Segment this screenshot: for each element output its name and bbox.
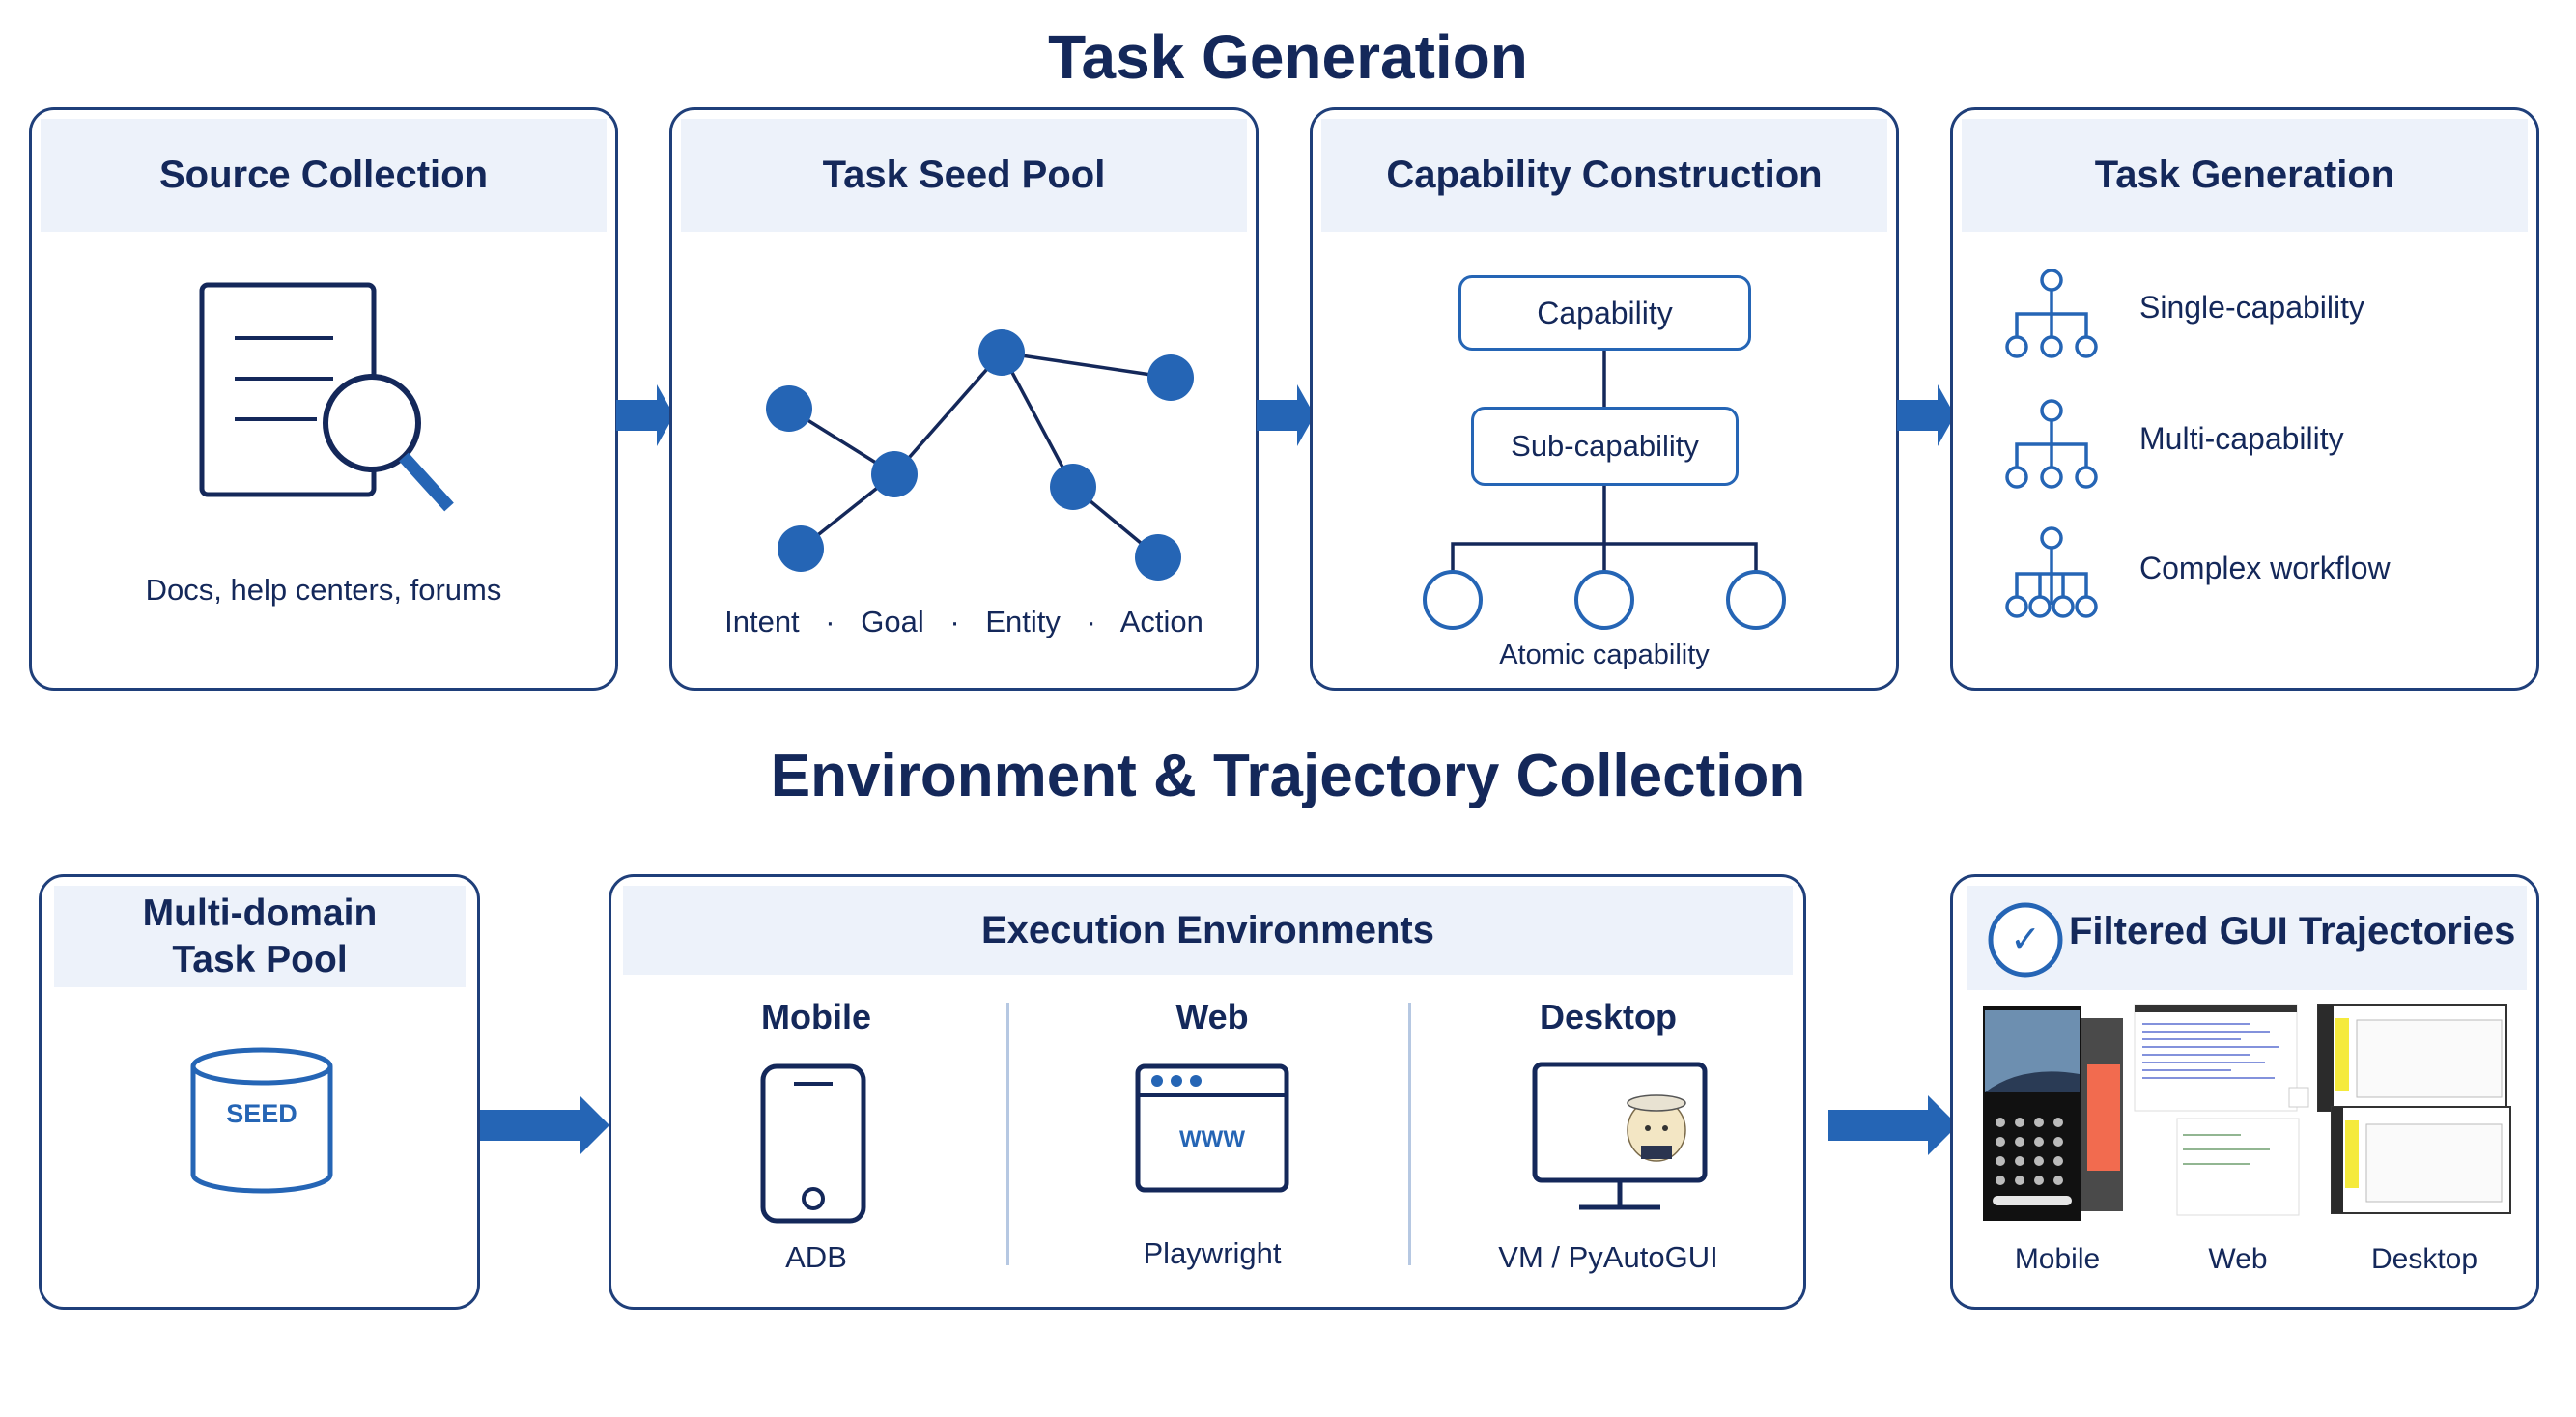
top-section-title: Task Generation <box>1048 22 1528 92</box>
seed-node <box>778 525 824 572</box>
env-name-desktop: Desktop <box>1539 997 1678 1036</box>
bottom-section-title: Environment & Trajectory Collection <box>770 743 1806 809</box>
seed-node <box>766 385 812 432</box>
database-icon <box>190 1047 333 1194</box>
sub-capability-box: Sub-capability <box>1471 407 1739 486</box>
env-tool-vm-pyautogui: VM / PyAutoGUI <box>1498 1240 1718 1274</box>
env-tool-adb: ADB <box>785 1240 847 1274</box>
atomic-capability-label: Atomic capability <box>1499 639 1710 670</box>
task-pool-title-line2: Task Pool <box>172 938 348 980</box>
seed-label-entity: Entity <box>985 605 1061 638</box>
web-screenshot-thumbnail <box>2134 1004 2309 1216</box>
multi-capability-icon <box>2005 399 2098 489</box>
single-capability-label: Single-capability <box>2139 290 2365 325</box>
seed-label-separator: · <box>1086 605 1096 638</box>
trajectories-title: Filtered GUI Trajectories <box>2069 910 2516 952</box>
flow-arrow-3 <box>1897 384 1955 446</box>
seed-label-action: Action <box>1119 605 1203 638</box>
desktop-screenshot-thumbnail <box>2317 1004 2511 1214</box>
source-collection-caption: Docs, help centers, forums <box>145 573 502 607</box>
check-circle-icon <box>1988 902 2063 978</box>
env-name-web: Web <box>1175 997 1249 1036</box>
seed-node <box>978 329 1025 376</box>
browser-www-label: WWW <box>1179 1126 1245 1152</box>
seed-node <box>1147 354 1194 401</box>
atomic-node <box>1726 570 1786 630</box>
atomic-node <box>1423 570 1483 630</box>
seed-label: SEED <box>226 1099 297 1128</box>
flow-arrow-2 <box>1257 384 1315 446</box>
seed-label-separator: · <box>825 605 835 638</box>
flow-arrow-4 <box>480 1095 609 1155</box>
multi-capability-label: Multi-capability <box>2139 421 2344 456</box>
document-search-icon <box>199 282 454 512</box>
flow-arrow-1 <box>616 384 674 446</box>
browser-icon <box>1135 1063 1289 1193</box>
smartphone-icon <box>760 1063 866 1224</box>
seed-node <box>871 451 918 497</box>
mobile-screenshot-thumbnail <box>1983 1006 2123 1221</box>
seed-node <box>1135 534 1181 581</box>
env-tool-playwright: Playwright <box>1143 1236 1282 1270</box>
capability-box: Capability <box>1458 275 1751 351</box>
mascot-sticker-icon <box>1627 1094 1686 1162</box>
task-seed-pool-header: Task Seed Pool <box>681 119 1247 232</box>
capability-tree-icon <box>1423 350 1786 630</box>
flow-arrow-5 <box>1828 1095 1958 1155</box>
task-pool-header: Multi-domain Task Pool <box>54 886 466 987</box>
trajectory-label-web: Web <box>2208 1243 2268 1275</box>
trajectory-label-mobile: Mobile <box>2014 1243 2101 1275</box>
seed-node <box>1050 464 1096 510</box>
complex-workflow-label: Complex workflow <box>2139 551 2391 585</box>
seed-labels: Intent · Goal · Entity · Action <box>681 605 1247 639</box>
execution-header: Execution Environments <box>623 886 1793 975</box>
monitor-icon <box>1532 1062 1708 1210</box>
single-capability-icon <box>2005 269 2098 358</box>
seed-label-separator: · <box>949 605 960 638</box>
trajectory-label-desktop: Desktop <box>2370 1243 2478 1275</box>
seed-label-goal: Goal <box>861 605 924 638</box>
source-collection-header: Source Collection <box>41 119 607 232</box>
check-mark: ✓ <box>2010 920 2041 960</box>
atomic-node <box>1574 570 1634 630</box>
env-name-mobile: Mobile <box>761 997 871 1036</box>
capability-construction-header: Capability Construction <box>1321 119 1887 232</box>
complex-workflow-icon <box>2005 526 2098 618</box>
divider <box>1006 1003 1009 1265</box>
task-generation-header: Task Generation <box>1962 119 2528 232</box>
seed-label-intent: Intent <box>724 605 800 638</box>
divider <box>1408 1003 1411 1265</box>
seed-graph-icon <box>766 329 1194 581</box>
task-pool-title-line1: Multi-domain <box>142 892 378 934</box>
